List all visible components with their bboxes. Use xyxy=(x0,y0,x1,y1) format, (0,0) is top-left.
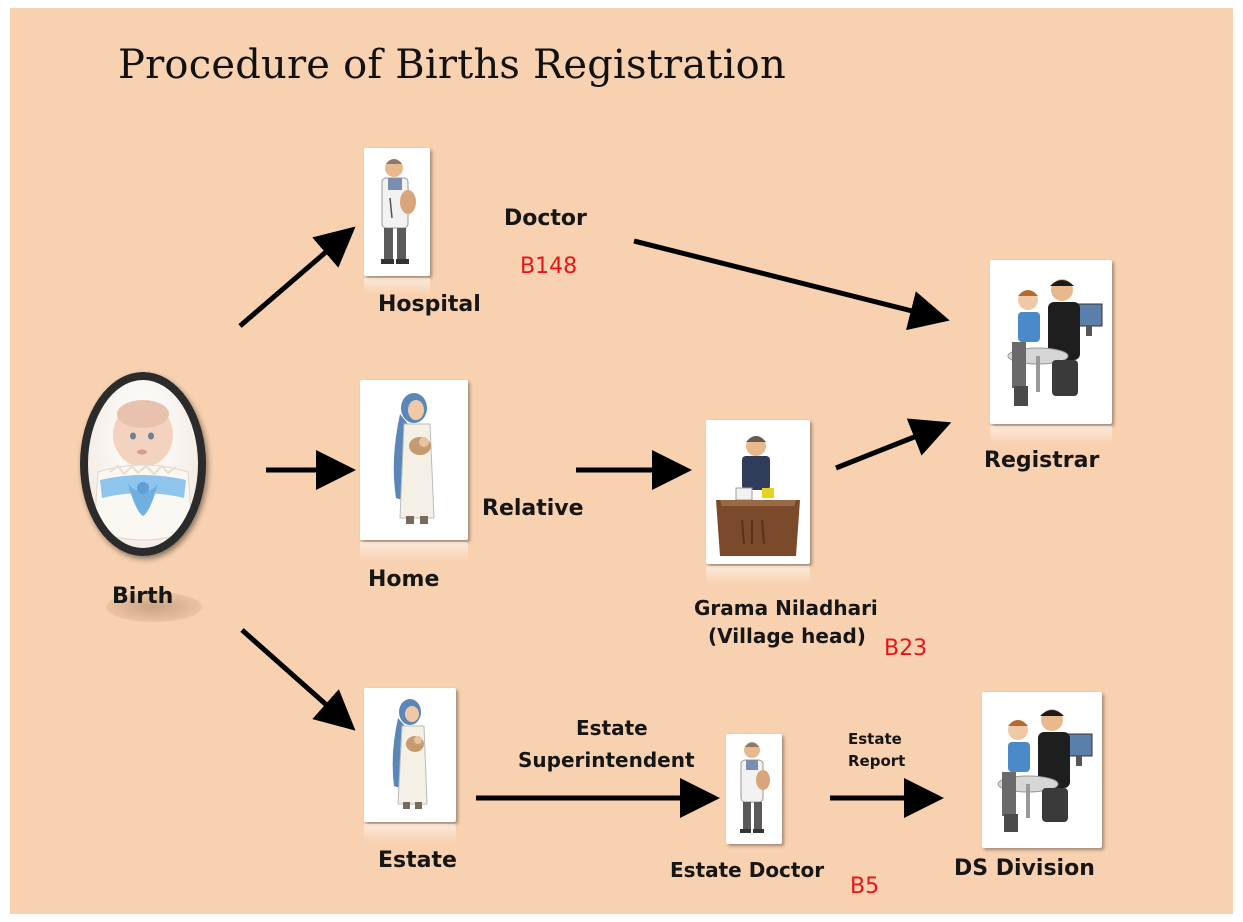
hospital-label: Hospital xyxy=(378,292,481,317)
estate-doctor-label: Estate Doctor xyxy=(670,858,825,882)
form-code-estate: B5 xyxy=(850,874,880,899)
edge-label-estate-report-line2: Report xyxy=(848,752,906,770)
estate-picture xyxy=(364,688,456,822)
registrar-meeting-icon xyxy=(1007,279,1103,406)
page-title: Procedure of Births Registration xyxy=(118,42,786,88)
ds-division-picture xyxy=(982,692,1102,848)
registrar-label: Registrar xyxy=(984,448,1100,473)
baby-in-egg-icon xyxy=(93,400,193,541)
registrar-reflection xyxy=(990,426,1112,444)
birth-shadow xyxy=(106,592,202,622)
edge-label-estate-superintendent-line2: Superintendent xyxy=(518,748,695,772)
home-picture xyxy=(360,380,468,540)
grama-niladhari-reflection xyxy=(706,566,810,584)
registrar-picture xyxy=(990,260,1112,424)
doctor-icon xyxy=(740,742,770,833)
edge-label-estate-superintendent-line1: Estate xyxy=(576,716,648,740)
edge-label-relative: Relative xyxy=(482,496,584,521)
doctor-icon xyxy=(381,159,416,264)
village-head-at-desk-icon xyxy=(716,436,800,556)
mother-with-baby-icon xyxy=(393,393,435,524)
home-reflection xyxy=(360,542,468,562)
hospital-picture xyxy=(364,148,430,276)
edge-label-doctor: Doctor xyxy=(504,206,587,231)
birth-portrait xyxy=(80,372,206,556)
registrar-meeting-icon xyxy=(997,709,1093,832)
form-code-hospital: B148 xyxy=(520,254,578,279)
arrow-hospital-to-registrar xyxy=(633,238,950,331)
arrow-birth-to-hospital xyxy=(238,226,356,328)
hospital-reflection xyxy=(364,278,430,294)
birth-label: Birth xyxy=(112,584,174,609)
slide: Procedure of Births Registration xyxy=(10,8,1233,914)
flow-arrows xyxy=(238,226,952,818)
estate-doctor-picture xyxy=(726,734,782,844)
estate-label: Estate xyxy=(378,848,457,873)
arrow-grama-niladhari-to-registrar xyxy=(835,418,952,471)
grama-niladhari-picture xyxy=(706,420,810,564)
form-code-grama-niladhari: B23 xyxy=(884,636,928,661)
home-label: Home xyxy=(368,567,440,592)
estate-reflection xyxy=(364,824,456,842)
edge-label-estate-report-line1: Estate xyxy=(848,730,902,748)
mother-with-baby-icon xyxy=(392,699,428,809)
grama-niladhari-label-line1: Grama Niladhari xyxy=(694,596,878,620)
grama-niladhari-label-line2: (Village head) xyxy=(708,624,866,648)
ds-division-label: DS Division xyxy=(954,856,1095,881)
arrow-birth-to-estate xyxy=(240,628,356,731)
